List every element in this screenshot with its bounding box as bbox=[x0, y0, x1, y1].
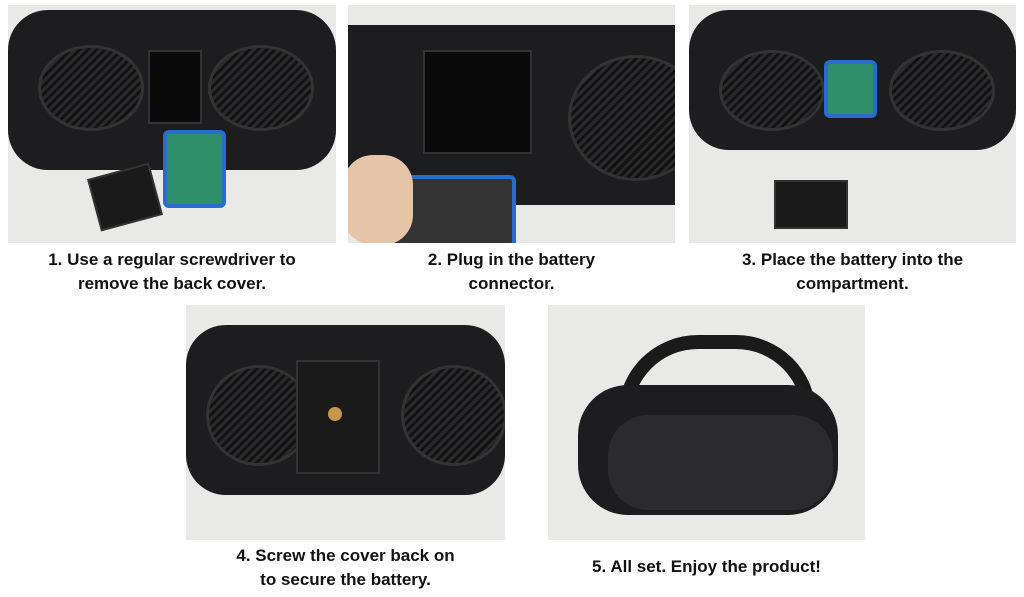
speaker-grill bbox=[401, 365, 505, 466]
step-5-caption: 5. All set. Enjoy the product! bbox=[548, 555, 865, 579]
back-cover bbox=[87, 162, 163, 232]
battery bbox=[163, 130, 226, 208]
battery-compartment bbox=[148, 50, 202, 124]
step-3-caption: 3. Place the battery into the compartmen… bbox=[689, 248, 1016, 296]
battery-compartment bbox=[423, 50, 532, 154]
step-5-photo bbox=[548, 305, 865, 540]
battery bbox=[824, 60, 877, 118]
caption-line: to secure the battery. bbox=[260, 570, 431, 589]
speaker-grill bbox=[889, 50, 995, 131]
speaker-grill bbox=[719, 50, 825, 131]
step-2-photo bbox=[348, 5, 675, 243]
hand bbox=[348, 155, 413, 243]
step-1-caption: 1. Use a regular screwdriver to remove t… bbox=[8, 248, 336, 296]
caption-line: 1. Use a regular screwdriver to bbox=[48, 250, 296, 269]
caption-line: 5. All set. Enjoy the product! bbox=[592, 557, 821, 576]
screw bbox=[328, 407, 342, 421]
step-3-photo bbox=[689, 5, 1016, 243]
caption-line: 4. Screw the cover back on bbox=[236, 546, 455, 565]
caption-line: connector. bbox=[468, 274, 555, 293]
step-1-photo bbox=[8, 5, 336, 243]
step-4-caption: 4. Screw the cover back on to secure the… bbox=[186, 544, 505, 592]
speaker-grill bbox=[38, 45, 144, 131]
caption-line: remove the back cover. bbox=[77, 274, 267, 293]
speaker-grill bbox=[208, 45, 314, 131]
speaker-grill bbox=[568, 55, 675, 181]
caption-line: compartment. bbox=[796, 274, 909, 293]
caption-line: 2. Plug in the battery bbox=[427, 250, 596, 269]
speaker-grill bbox=[206, 365, 312, 466]
caption-line: 3. Place the battery into the bbox=[741, 250, 964, 269]
fabric-grill bbox=[608, 415, 833, 510]
step-2-caption: 2. Plug in the battery connector. bbox=[348, 248, 675, 296]
step-4-photo bbox=[186, 305, 505, 540]
back-cover bbox=[774, 180, 848, 229]
